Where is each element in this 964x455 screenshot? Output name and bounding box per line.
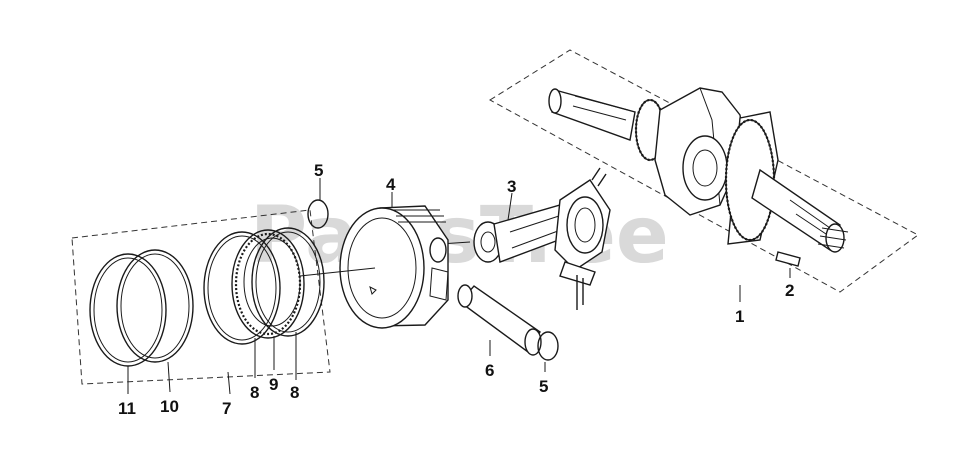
callout-8-right: 8 (290, 383, 299, 402)
circlip-upper-part[interactable] (307, 199, 329, 229)
piston-pin-part[interactable] (457, 284, 542, 356)
crankshaft-group-box (489, 49, 919, 293)
oil-ring-spacer-part[interactable] (116, 249, 194, 363)
compression-ring-part[interactable] (231, 227, 325, 339)
callout-9: 9 (269, 375, 278, 394)
woodruff-key-part[interactable] (775, 251, 801, 267)
callout-1: 1 (735, 307, 744, 326)
callout-6: 6 (485, 361, 494, 380)
ring-set-group-box (71, 209, 331, 385)
callout-7: 7 (222, 399, 231, 418)
piston-part[interactable] (299, 205, 449, 329)
callout-3: 3 (507, 177, 516, 196)
callout-11: 11 (118, 399, 136, 418)
callout-4: 4 (386, 175, 396, 194)
connecting-rod-part[interactable] (439, 167, 611, 310)
callout-2: 2 (785, 281, 794, 300)
crankshaft-part[interactable] (548, 87, 849, 253)
callout-8-left: 8 (250, 383, 259, 402)
callout-10: 10 (160, 397, 179, 416)
leader-lines (127, 178, 791, 395)
callout-5-lower: 5 (539, 377, 548, 396)
second-ring-part[interactable] (203, 231, 281, 345)
callout-5-upper: 5 (314, 161, 323, 180)
oil-ring-rail-part[interactable] (89, 253, 167, 367)
circlip-lower-part[interactable] (537, 331, 559, 361)
